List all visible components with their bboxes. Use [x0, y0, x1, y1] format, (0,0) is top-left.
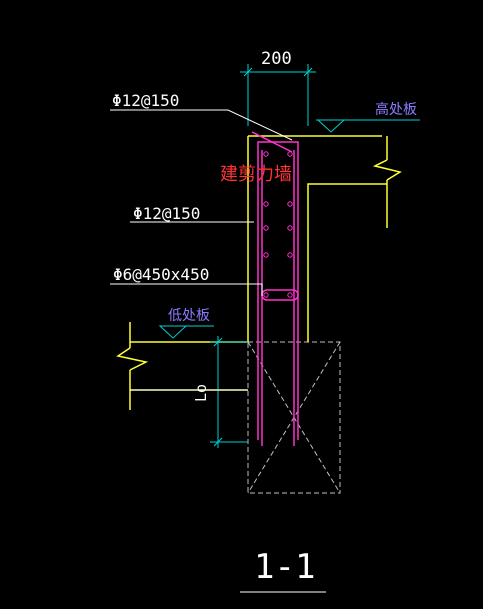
high-level-triangle — [316, 119, 346, 133]
low-slab-label: 低处板 — [168, 308, 210, 324]
rebar-dot — [287, 225, 293, 231]
rebar-dot — [263, 292, 269, 298]
rebar-outer-loop — [257, 141, 299, 440]
dim-lo-tick-bottom — [213, 437, 223, 447]
dimension-200: 200 — [261, 49, 292, 69]
rebar — [251, 131, 299, 446]
high-slab-break — [372, 159, 402, 181]
dim-lo-tick-top — [213, 337, 223, 347]
level-marks — [158, 119, 420, 339]
rebar-dot — [287, 292, 293, 298]
high-slab-label: 高处板 — [375, 101, 417, 118]
rebar-dots — [263, 151, 293, 298]
rebar-dot — [287, 151, 293, 157]
footing-outline — [247, 341, 341, 494]
wall-label: 建剪力墙 — [220, 164, 292, 185]
leader-tie — [110, 283, 263, 296]
rebar-dot — [263, 151, 269, 157]
rebar-dot — [263, 252, 269, 258]
leader-rebar-top — [110, 109, 293, 141]
high-slab-bottom — [307, 183, 387, 342]
rebar-dot — [263, 201, 269, 207]
rebar-dot — [287, 201, 293, 207]
low-level-triangle — [158, 325, 188, 339]
low-slab-break — [116, 347, 149, 371]
tie-label: Φ6@450x450 — [113, 265, 209, 284]
leaders — [110, 109, 293, 391]
section-title: 1-1 — [254, 547, 315, 587]
rebar-dot — [287, 252, 293, 258]
rebar-label-top: Φ12@150 — [112, 91, 179, 110]
dimensions — [210, 64, 316, 448]
rebar-top-hook — [251, 131, 293, 153]
dim-200-tick-right — [303, 67, 313, 77]
rebar-dot — [263, 225, 269, 231]
anchor-length-label: Lo — [192, 384, 210, 402]
dim-200-tick-left — [243, 67, 253, 77]
rebar-label-mid: Φ12@150 — [133, 204, 200, 223]
